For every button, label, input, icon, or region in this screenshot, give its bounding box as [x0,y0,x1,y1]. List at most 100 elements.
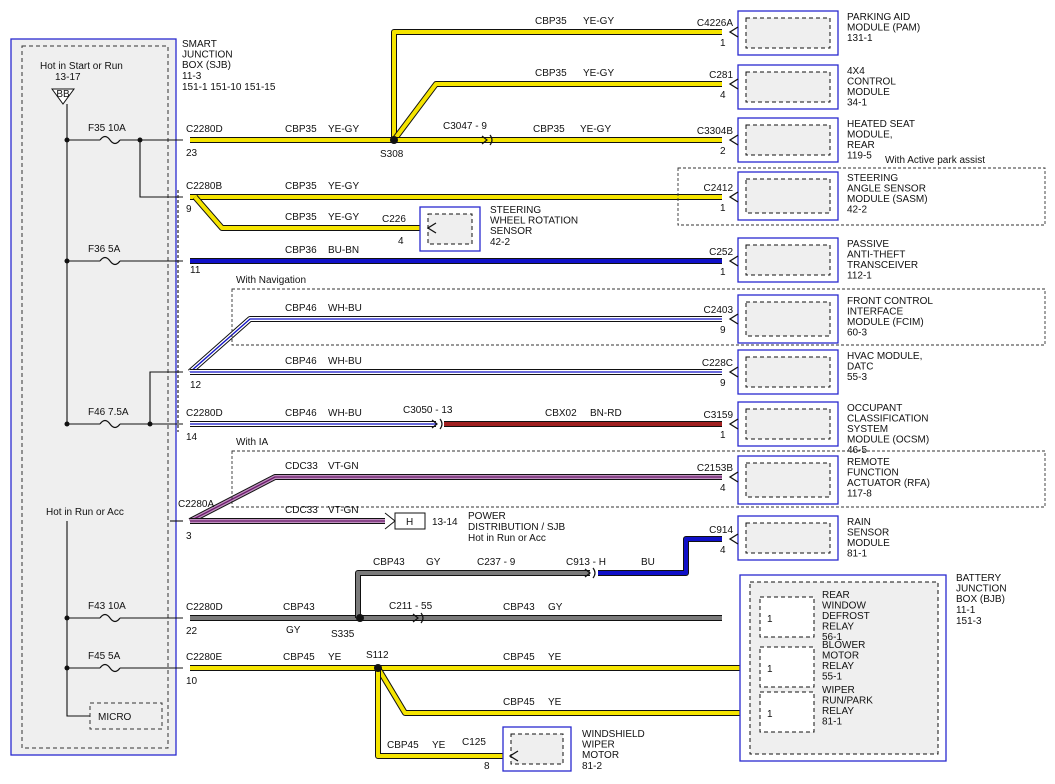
f35-branch-dot [137,137,143,143]
pin-11: 11 [190,265,201,276]
wire-cbp35-swrs [192,195,420,231]
pam-connector: C4226A [697,18,733,29]
wiper-pin: 8 [484,761,490,772]
x4-arrow [728,78,739,90]
power-dist-h: H [406,517,413,528]
wire-cbp46-fcim [188,316,722,375]
cbx02: CBX02 [545,408,577,419]
c2280a-3-name: C2280A [178,499,214,510]
hvac-ref: 55-3 [847,372,867,383]
bnrd: BN-RD [590,408,622,419]
gy-main: GY [286,625,301,636]
power-dist-terminal [384,512,426,530]
rain-ref: 81-1 [847,549,867,560]
hvac-pin: 9 [720,378,726,389]
pats-arrow [728,255,739,267]
cbp35-b: CBP35 [285,181,317,192]
pats-pin: 1 [720,267,726,278]
vtgn-pd: VT-GN [328,505,359,516]
relay-wiperrelay-box [759,691,815,733]
s112-label: S112 [366,650,389,661]
wire-cbp45-motor [375,668,505,759]
fuse-f36-icon [99,256,121,266]
seat-ref: 119-5 [847,151,872,162]
sasm-pin: 1 [720,203,726,214]
module-ocsm-box [737,401,839,447]
wire-bu-rain [598,536,722,576]
ye-wiper-relay: YE [548,697,562,708]
sasm-arrow [728,191,739,203]
s335-label: S335 [331,629,355,640]
pam-pin: 1 [720,38,726,49]
module-seat-box [737,117,839,163]
ia-label: With IA [236,437,269,448]
power-dist-line1: POWER [468,511,506,522]
relay-defrost-pin: 1 [767,614,773,625]
swrs-arrow [426,222,437,234]
sjb-pages: 151-1 151-10 151-15 [182,82,276,93]
yegy-a: YE-GY [328,124,359,135]
x4-ref: 34-1 [847,98,867,109]
f35-branch [139,140,183,198]
x4-connector: C281 [709,70,733,81]
swrs-pin: 4 [398,236,404,247]
bb-bus-icon [51,88,75,105]
module-hvac-box [737,349,839,395]
c2280b-9-name: C2280B [186,181,222,192]
ye-motor: YE [432,740,446,751]
whbu-hvac: WH-BU [328,356,362,367]
cbp43-main: CBP43 [283,602,315,613]
cbp35-a: CBP35 [285,124,317,135]
relay-defrost-box [759,596,815,638]
wire-cbp35-pam [391,29,722,140]
hvac-name: HVAC MODULE,DATC [847,351,922,373]
active-park-label: With Active park assist [885,155,985,166]
ocsm-ref: 46-5 [847,445,867,456]
bjb-ref2: 151-3 [956,616,982,627]
c3050-label: C3050 - 13 [403,405,453,416]
fuse-f35-icon [99,135,121,145]
pin-12: 12 [190,380,202,391]
seat-connector: C3304B [697,126,733,137]
cbp43-bjb: CBP43 [503,602,535,613]
wire-cbp43-up [355,570,590,618]
wire-cdc33-rfa [188,474,722,524]
cbp46-ocsm: CBP46 [285,408,317,419]
pam-arrow [728,26,739,38]
c2280d-14-name: C2280D [186,408,223,419]
cbp45-blower: CBP45 [503,652,535,663]
pam-ref: 131-1 [847,33,873,44]
rfa-pin: 4 [720,483,726,494]
cbp45-main: CBP45 [283,652,315,663]
power-dist-line2: DISTRIBUTION / SJB [468,522,566,533]
c3047-label: C3047 - 9 [443,121,487,132]
yegy-swrs: YE-GY [328,212,359,223]
yegy-b: YE-GY [328,181,359,192]
c913-label: C913 - H [566,557,606,568]
power-dist-line3: Hot in Run or Acc [468,533,546,544]
fuse-f46-label: F46 7.5A [88,407,129,418]
c2280a-3-pin: 3 [186,531,192,542]
c2280b-9-pin: 9 [186,204,192,215]
f46-branch [149,371,183,424]
micro-box [89,702,163,730]
relay-defrost-ref: 56-1 [822,632,842,643]
inline-c211 [412,612,424,624]
gy-bjb: GY [548,602,563,613]
cbp45-wiper-relay: CBP45 [503,697,535,708]
module-pam-box [737,10,839,56]
module-pats-box [737,237,839,283]
nav-label: With Navigation [236,275,306,286]
swrs-connector: C226 [382,214,406,225]
cbp35-pam: CBP35 [535,16,567,27]
cbp35-seat: CBP35 [533,124,565,135]
ocsm-arrow [728,418,739,430]
wire-cbp45-wiper-relay [375,666,740,716]
